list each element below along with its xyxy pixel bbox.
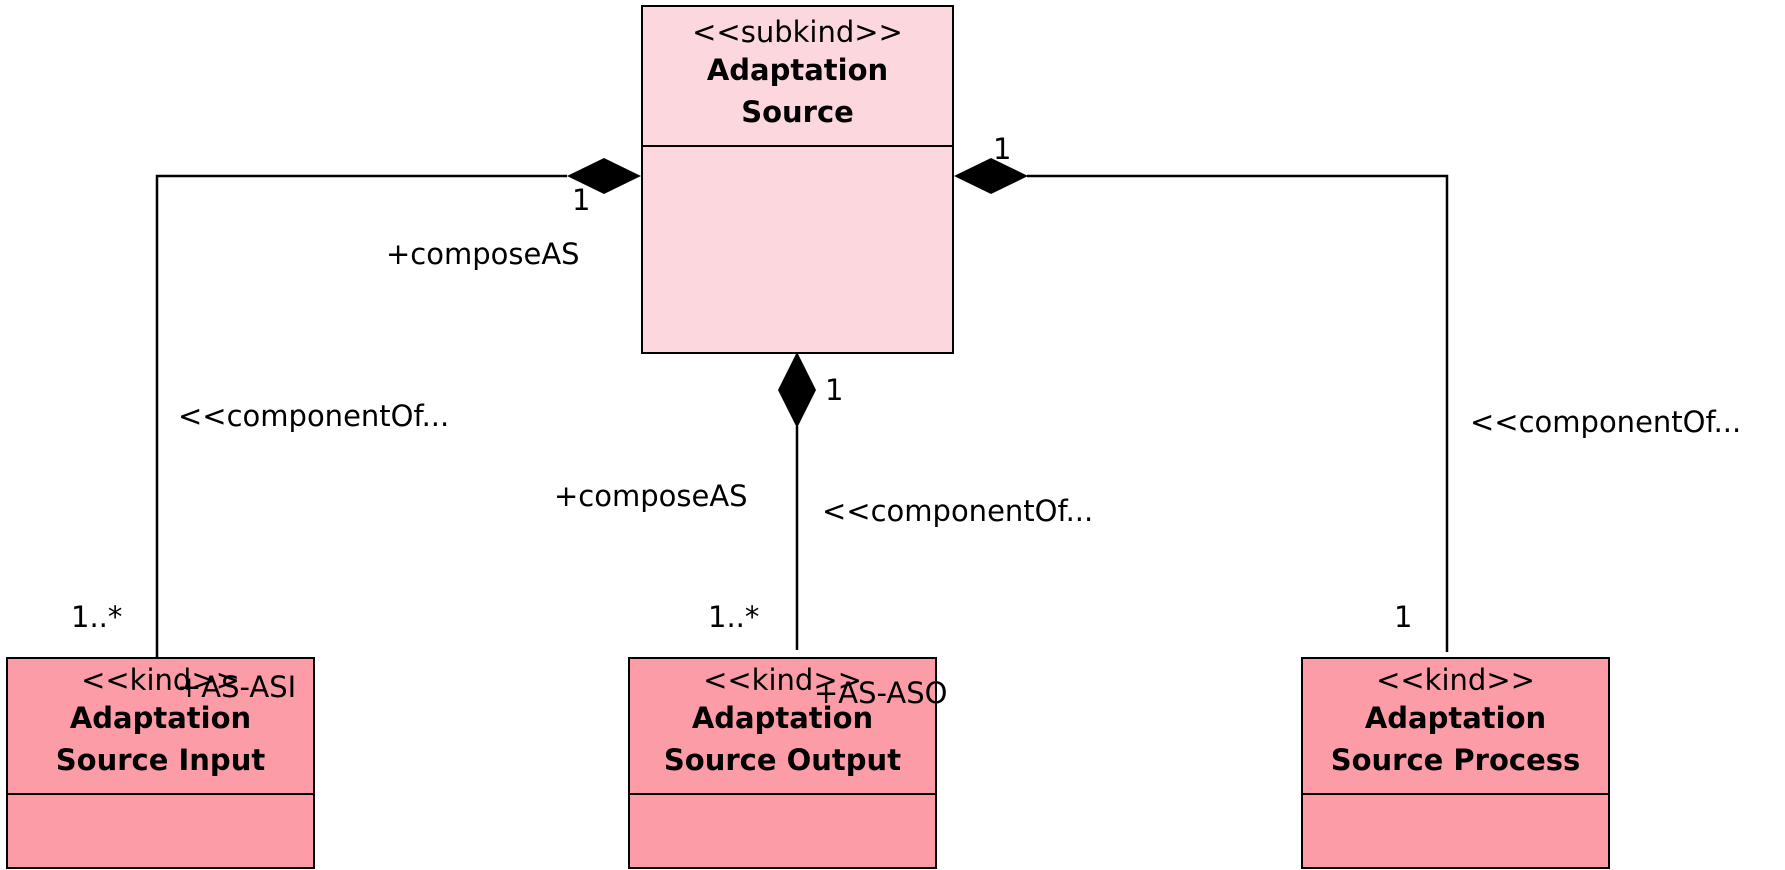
class-name-line2: Source xyxy=(741,95,854,129)
class-name-line2: Source Process xyxy=(1330,743,1581,777)
right-part-multiplicity: 1 xyxy=(1394,600,1413,634)
middle-part-multiplicity: 1..* xyxy=(708,600,760,634)
class-adaptation-source-input[interactable]: <<kind>> Adaptation Source Input xyxy=(6,657,315,869)
middle-composition-diamond xyxy=(778,352,816,428)
right-composition-diamond xyxy=(954,158,1028,194)
left-part-multiplicity: 1..* xyxy=(71,600,123,634)
right-whole-multiplicity: 1 xyxy=(993,132,1012,166)
class-stereotype: <<kind>> xyxy=(703,663,862,697)
class-adaptation-source-output[interactable]: <<kind>> Adaptation Source Output xyxy=(628,657,937,869)
middle-part-role: +AS-ASO xyxy=(814,676,948,710)
right-association-stereotype: <<componentOf... xyxy=(1470,405,1742,439)
left-whole-multiplicity: 1 xyxy=(572,183,591,217)
class-adaptation-source[interactable]: <<subkind>> Adaptation Source xyxy=(641,5,954,354)
right-composition xyxy=(954,158,1449,652)
class-name-line1: Adaptation xyxy=(706,53,889,87)
class-name-line2: Source Input xyxy=(55,743,266,777)
left-part-role: +AS-ASI xyxy=(177,670,297,704)
left-association-stereotype: <<componentOf... xyxy=(178,399,450,433)
class-header: <<subkind>> Adaptation Source xyxy=(643,7,952,147)
class-stereotype: <<subkind>> xyxy=(692,15,903,49)
class-header: <<kind>> Adaptation Source Process xyxy=(1303,659,1608,795)
class-stereotype: <<kind>> xyxy=(1376,663,1535,697)
class-name-line1: Adaptation xyxy=(691,701,874,735)
middle-association-stereotype: <<componentOf... xyxy=(822,494,1094,528)
right-association-line[interactable] xyxy=(1027,174,1449,652)
class-adaptation-source-process[interactable]: <<kind>> Adaptation Source Process xyxy=(1301,657,1610,869)
middle-composition xyxy=(778,352,816,650)
class-stereotype: <<kind>> xyxy=(81,663,240,697)
left-whole-role: +composeAS xyxy=(386,237,580,271)
left-composition-diamond xyxy=(567,158,641,194)
class-name-line1: Adaptation xyxy=(1364,701,1547,735)
class-header: <<kind>> Adaptation Source Output xyxy=(630,659,935,795)
left-association-line[interactable] xyxy=(155,174,567,657)
middle-whole-role: +composeAS xyxy=(554,479,748,513)
middle-whole-multiplicity: 1 xyxy=(825,373,844,407)
class-name-line2: Source Output xyxy=(663,743,902,777)
left-composition xyxy=(155,158,641,657)
class-name-line1: Adaptation xyxy=(69,701,252,735)
class-header: <<kind>> Adaptation Source Input xyxy=(8,659,313,795)
